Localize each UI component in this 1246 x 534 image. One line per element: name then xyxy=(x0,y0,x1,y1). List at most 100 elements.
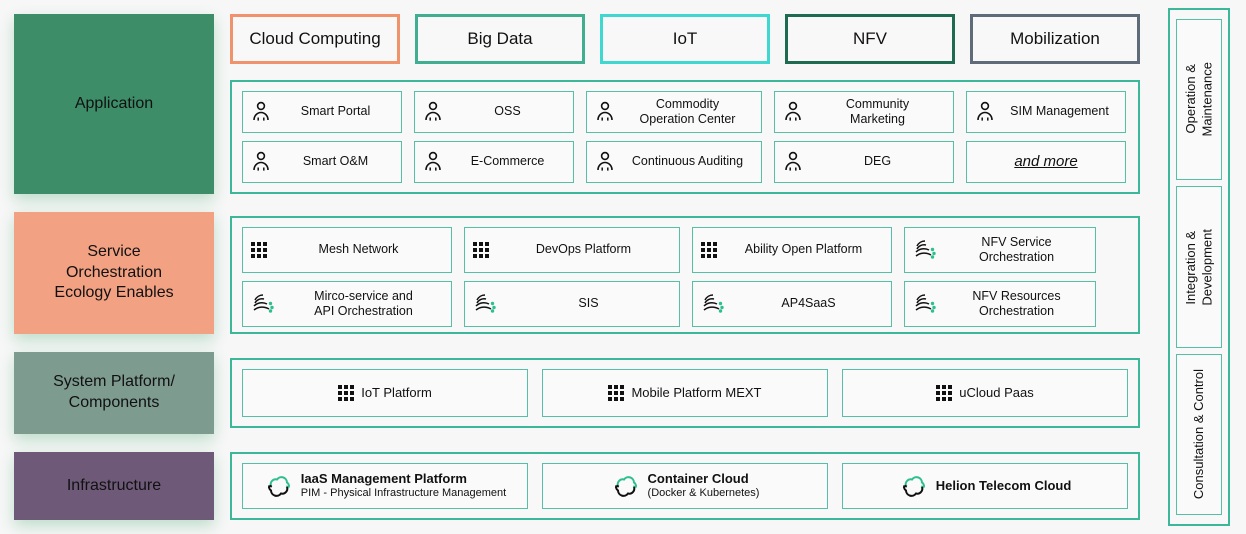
application-item-label: Smart Portal xyxy=(300,104,371,119)
system-item[interactable]: IoT Platform xyxy=(242,369,528,417)
dot-grid-icon xyxy=(338,385,355,401)
infrastructure-item-title: Container Cloud xyxy=(647,471,749,487)
service-item[interactable]: DevOps Platform xyxy=(464,227,680,273)
service-item[interactable]: Mesh Network xyxy=(242,227,452,273)
person-icon xyxy=(425,151,441,171)
system-item-label: IoT Platform xyxy=(361,385,432,401)
service-item[interactable]: Mirco-service and API Orchestration xyxy=(242,281,452,327)
category-label: Big Data xyxy=(467,29,533,48)
sidebar-item-label: Integration & Development xyxy=(1182,228,1214,306)
person-icon xyxy=(597,151,613,171)
service-item-label: DevOps Platform xyxy=(535,242,632,257)
layer-label-system: System Platform/ Components xyxy=(53,373,175,411)
service-item-label: NFV Resources Orchestration xyxy=(972,288,1061,318)
service-item-label: SIS xyxy=(578,296,599,311)
layer-label-application: Application xyxy=(74,94,154,112)
person-icon xyxy=(977,101,993,121)
service-item[interactable]: SIS xyxy=(464,281,680,327)
application-item[interactable]: Commodity Operation Center xyxy=(586,91,762,133)
category-label: Mobilization xyxy=(1010,29,1100,48)
service-item[interactable]: AP4SaaS xyxy=(692,281,892,327)
person-icon xyxy=(253,151,269,171)
person-icon xyxy=(785,151,801,171)
application-item-label: SIM Management xyxy=(1010,104,1109,119)
cloud-refresh-icon xyxy=(902,476,925,497)
infrastructure-item-subtitle: PIM - Physical Infrastructure Management xyxy=(300,487,507,500)
service-item[interactable]: NFV Service Orchestration xyxy=(904,227,1096,273)
layer-block-application: Application xyxy=(14,14,214,194)
application-item-label: Smart O&M xyxy=(302,154,369,169)
orchestration-icon xyxy=(915,240,936,259)
dot-grid-icon xyxy=(251,242,267,258)
system-item-label: uCloud Paas xyxy=(959,385,1034,401)
application-items-grid: Smart Portal OSS Commodity Operation Cente… xyxy=(232,82,1138,192)
person-icon xyxy=(785,101,801,121)
layer-block-service: Service Orchestration Ecology Enables xyxy=(14,212,214,334)
application-item-label: Commodity Operation Center xyxy=(639,96,736,126)
application-item[interactable]: and more xyxy=(966,141,1126,183)
infrastructure-item[interactable]: Helion Telecom Cloud xyxy=(842,463,1128,509)
dot-grid-icon xyxy=(701,242,717,258)
and-more-label: and more xyxy=(1014,152,1078,170)
sidebar-item-operation-maintenance[interactable]: Operation & Maintenance xyxy=(1176,19,1222,181)
dot-grid-icon xyxy=(608,385,625,401)
application-item[interactable]: E-Commerce xyxy=(414,141,574,183)
service-item-label: Mirco-service and API Orchestration xyxy=(314,288,413,318)
sidebar-item-label: Consultation & Control xyxy=(1190,369,1206,500)
application-item[interactable]: SIM Management xyxy=(966,91,1126,133)
orchestration-icon xyxy=(253,294,274,313)
application-item[interactable]: Smart Portal xyxy=(242,91,402,133)
application-item[interactable]: Community Marketing xyxy=(774,91,954,133)
system-item-label: Mobile Platform MEXT xyxy=(631,385,762,401)
layer-label-service: Service Orchestration Ecology Enables xyxy=(54,242,174,302)
category-label: IoT xyxy=(672,29,698,48)
service-item[interactable]: Ability Open Platform xyxy=(692,227,892,273)
service-item-label: AP4SaaS xyxy=(781,296,836,311)
service-panel: Mesh Network DevOps Platform Ability Open … xyxy=(230,216,1140,334)
system-item[interactable]: uCloud Paas xyxy=(842,369,1128,417)
category-nfv[interactable]: NFV xyxy=(785,14,955,64)
cloud-refresh-icon xyxy=(267,476,290,497)
sidebar-item-consultation-control[interactable]: Consultation & Control xyxy=(1176,353,1222,515)
cloud-refresh-icon xyxy=(614,476,637,497)
service-item-label: NFV Service Orchestration xyxy=(978,234,1055,264)
person-icon xyxy=(253,101,269,121)
sidebar-item-integration-development[interactable]: Integration & Development xyxy=(1176,186,1222,348)
category-row: Cloud Computing Big Data IoT NFV Mobiliz… xyxy=(230,14,1140,64)
application-item[interactable]: DEG xyxy=(774,141,954,183)
category-label: Cloud Computing xyxy=(249,29,381,48)
service-items-grid: Mesh Network DevOps Platform Ability Open … xyxy=(232,218,1138,332)
layer-block-system: System Platform/ Components xyxy=(14,352,214,434)
application-panel: Smart Portal OSS Commodity Operation Cente… xyxy=(230,80,1140,194)
layer-label-infrastructure: Infrastructure xyxy=(66,476,162,494)
category-big-data[interactable]: Big Data xyxy=(415,14,585,64)
category-mobilization[interactable]: Mobilization xyxy=(970,14,1140,64)
application-item[interactable]: Continuous Auditing xyxy=(586,141,762,183)
category-iot[interactable]: IoT xyxy=(600,14,770,64)
infrastructure-item-title: Helion Telecom Cloud xyxy=(935,478,1072,494)
orchestration-icon xyxy=(475,294,496,313)
orchestration-icon xyxy=(915,294,936,313)
application-item-label: Continuous Auditing xyxy=(631,154,744,169)
dot-grid-icon xyxy=(473,242,489,258)
infrastructure-item-title: IaaS Management Platform xyxy=(300,471,467,487)
application-item-label: DEG xyxy=(863,154,892,169)
system-item[interactable]: Mobile Platform MEXT xyxy=(542,369,828,417)
person-icon xyxy=(425,101,441,121)
application-item-label: Community Marketing xyxy=(845,96,910,126)
infrastructure-item[interactable]: Container Cloud(Docker & Kubernetes) xyxy=(542,463,828,509)
dot-grid-icon xyxy=(936,385,953,401)
category-cloud-computing[interactable]: Cloud Computing xyxy=(230,14,400,64)
application-item-label: E-Commerce xyxy=(470,154,545,169)
sidebar-column: Operation & Maintenance Integration & De… xyxy=(1168,8,1230,526)
system-panel: IoT Platform Mobile Platform MEXT uCloud P… xyxy=(230,358,1140,428)
service-item[interactable]: NFV Resources Orchestration xyxy=(904,281,1096,327)
application-item[interactable]: OSS xyxy=(414,91,574,133)
application-item[interactable]: Smart O&M xyxy=(242,141,402,183)
sidebar-item-label: Operation & Maintenance xyxy=(1182,62,1214,137)
application-item-label: OSS xyxy=(494,104,521,119)
